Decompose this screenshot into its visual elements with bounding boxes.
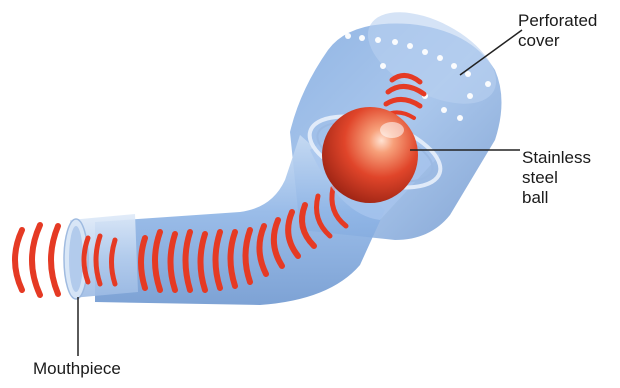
steel-ball	[322, 107, 418, 203]
label-perforated-cover: Perforated cover	[518, 11, 597, 51]
label-ball-line1: Stainless	[522, 148, 591, 168]
label-mouthpiece-text: Mouthpiece	[33, 359, 121, 379]
label-ball-line3: ball	[522, 188, 591, 208]
label-mouthpiece: Mouthpiece	[33, 359, 121, 379]
label-stainless-steel-ball: Stainless steel ball	[522, 148, 591, 208]
label-ball-line2: steel	[522, 168, 591, 188]
label-perforated-cover-line2: cover	[518, 31, 597, 51]
label-perforated-cover-line1: Perforated	[518, 11, 597, 31]
